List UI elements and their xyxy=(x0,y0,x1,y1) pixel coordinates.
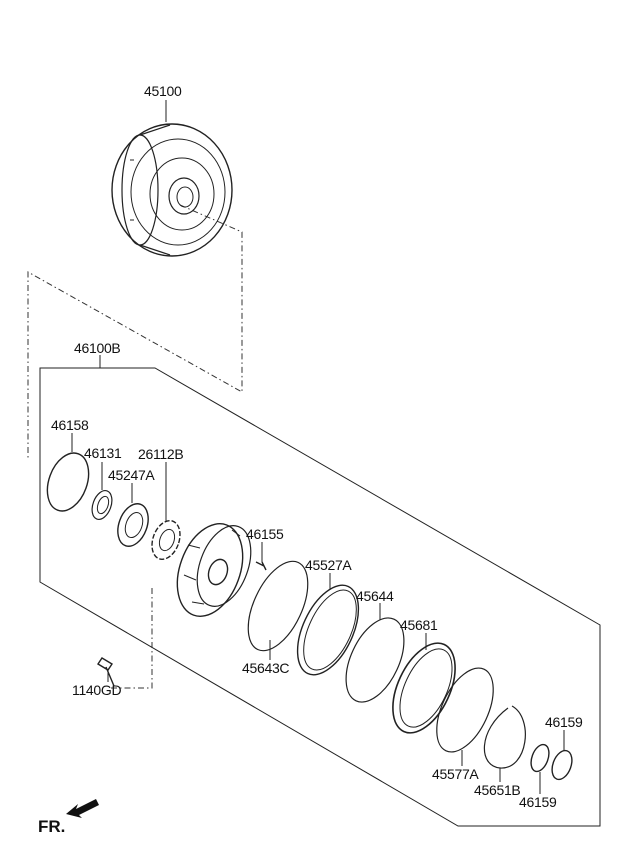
label-45577A: 45577A xyxy=(432,766,479,782)
label-46159-bottom: 46159 xyxy=(519,794,557,810)
gear-45247A xyxy=(117,503,149,547)
ring-45577A xyxy=(436,667,494,753)
label-46158: 46158 xyxy=(51,417,89,433)
label-26112B: 26112B xyxy=(138,446,183,462)
dashed-linkage-bolt xyxy=(110,588,153,689)
label-45527A: 45527A xyxy=(305,557,352,573)
label-45681: 45681 xyxy=(400,617,438,633)
label-46100B: 46100B xyxy=(74,340,120,356)
ring-46159-left xyxy=(530,743,550,773)
label-45247A: 45247A xyxy=(108,467,155,483)
label-45651B: 45651B xyxy=(474,782,520,798)
leader-lines xyxy=(71,100,565,794)
ring-45527A xyxy=(296,584,360,676)
ring-46159-right xyxy=(551,749,573,781)
gear-26112B xyxy=(151,519,181,561)
o-ring-46158 xyxy=(46,452,90,512)
label-46131: 46131 xyxy=(84,445,122,461)
oil-pump-body xyxy=(176,523,252,617)
label-45644: 45644 xyxy=(356,588,394,604)
label-45643C: 45643C xyxy=(242,660,289,676)
label-46155: 46155 xyxy=(246,526,284,542)
dashed-linkage-left xyxy=(27,204,243,460)
ring-45643C xyxy=(247,560,309,652)
front-direction-label: FR. xyxy=(38,817,65,836)
snap-ring-45651B xyxy=(483,705,526,769)
label-45100: 45100 xyxy=(144,83,182,99)
ring-45644 xyxy=(345,617,405,703)
torque-converter xyxy=(111,123,233,257)
label-46159-top: 46159 xyxy=(545,714,583,730)
ring-45681 xyxy=(392,642,456,734)
bolt-46155 xyxy=(255,561,267,571)
arrow-front-icon xyxy=(66,799,99,818)
assembly-outline xyxy=(39,367,601,827)
seal-46131 xyxy=(91,489,113,521)
label-1140GD: 1140GD xyxy=(72,682,121,698)
